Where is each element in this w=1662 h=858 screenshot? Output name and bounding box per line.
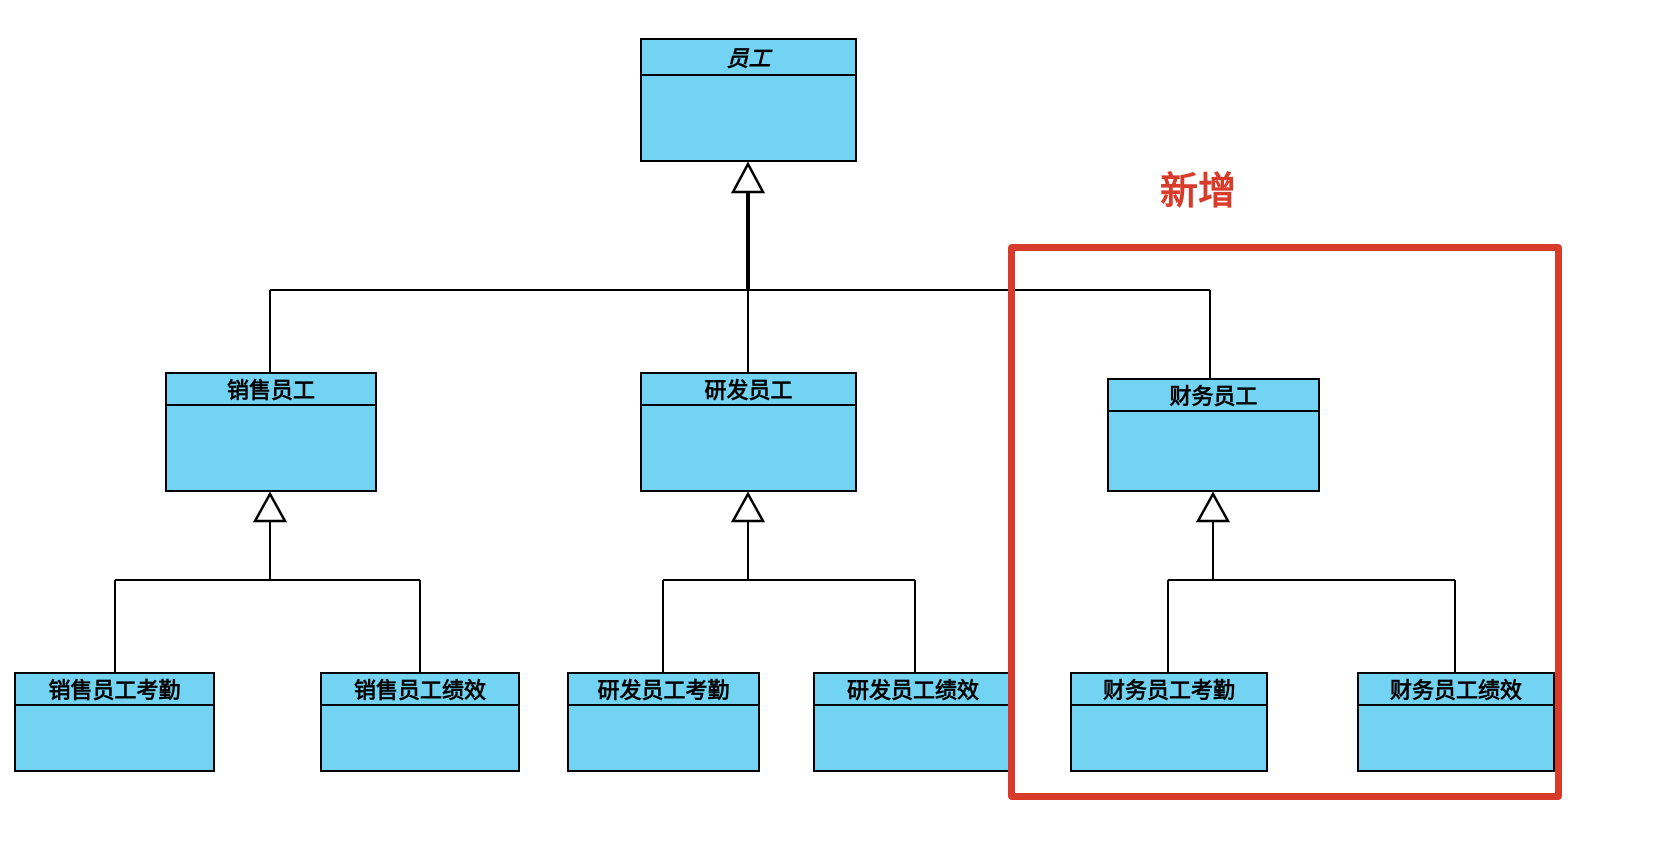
class-rnd-performance-body	[815, 706, 1011, 770]
class-finance-performance: 财务员工绩效	[1357, 672, 1555, 772]
class-sales-attendance-title: 销售员工考勤	[16, 674, 213, 706]
class-rnd-attendance-title: 研发员工考勤	[569, 674, 758, 706]
class-sales: 销售员工	[165, 372, 377, 492]
inheritance-arrow-finance	[1195, 491, 1231, 523]
class-employee-body	[642, 76, 855, 160]
class-finance-title: 财务员工	[1109, 380, 1318, 412]
class-finance-performance-title: 财务员工绩效	[1359, 674, 1553, 706]
class-rnd-performance-title: 研发员工绩效	[815, 674, 1011, 706]
class-employee-title: 员工	[642, 40, 855, 76]
class-sales-title: 销售员工	[167, 374, 375, 406]
class-finance-performance-body	[1359, 706, 1553, 770]
class-sales-attendance-body	[16, 706, 213, 770]
class-rnd: 研发员工	[640, 372, 857, 492]
inheritance-arrow-sales	[252, 491, 288, 523]
class-sales-attendance: 销售员工考勤	[14, 672, 215, 772]
class-finance-attendance: 财务员工考勤	[1070, 672, 1268, 772]
class-finance-attendance-body	[1072, 706, 1266, 770]
class-rnd-attendance: 研发员工考勤	[567, 672, 760, 772]
class-sales-performance-title: 销售员工绩效	[322, 674, 518, 706]
inheritance-arrow-employee	[730, 161, 766, 194]
class-sales-performance: 销售员工绩效	[320, 672, 520, 772]
class-finance: 财务员工	[1107, 378, 1320, 492]
class-sales-performance-body	[322, 706, 518, 770]
class-rnd-attendance-body	[569, 706, 758, 770]
class-rnd-body	[642, 406, 855, 490]
inheritance-arrow-rnd	[730, 491, 766, 523]
class-rnd-title: 研发员工	[642, 374, 855, 406]
class-sales-body	[167, 406, 375, 490]
class-finance-attendance-title: 财务员工考勤	[1072, 674, 1266, 706]
class-employee: 员工	[640, 38, 857, 162]
annotation-new-label: 新增	[1160, 171, 1237, 213]
class-finance-body	[1109, 412, 1318, 490]
class-rnd-performance: 研发员工绩效	[813, 672, 1013, 772]
